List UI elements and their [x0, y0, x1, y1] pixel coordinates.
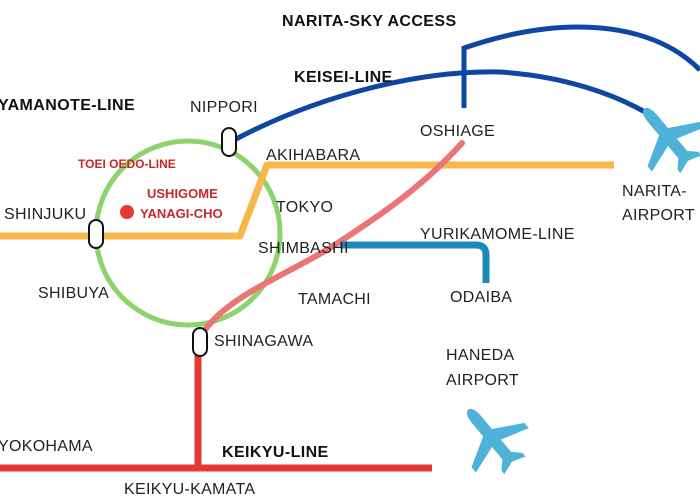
station-shinagawa: SHINAGAWA	[214, 333, 313, 350]
nippori-station-marker	[221, 127, 237, 157]
station-tokyo: TOKYO	[276, 199, 333, 216]
highlight-label-line2: YANAGI-CHO	[140, 206, 223, 221]
narita-airport-label-line2: AIRPORT	[622, 207, 695, 224]
station-tamachi: TAMACHI	[298, 291, 371, 308]
keisei-line-label: KEISEI-LINE	[294, 69, 393, 86]
highlight-label-line1: USHIGOME	[147, 186, 218, 201]
haneda-airport-label-line1: HANEDA	[446, 347, 515, 364]
shinjuku-station-marker	[88, 219, 104, 249]
yurikamome-line-label: YURIKAMOME-LINE	[420, 226, 575, 243]
station-akihabara: AKIHABARA	[266, 147, 360, 164]
station-yokohama: YOKOHAMA	[0, 438, 93, 455]
yamanote-line-label: YAMANOTE-LINE	[0, 97, 135, 114]
station-shinjuku: SHINJUKU	[4, 206, 86, 223]
station-nippori: NIPPORI	[190, 99, 258, 116]
narita-sky-access-label: NARITA-SKY ACCESS	[282, 13, 457, 30]
narita-airport-label-line1: NARITA-	[622, 183, 687, 200]
shinagawa-station-marker	[192, 327, 208, 357]
toei-oedo-line-label: TOEI OEDO-LINE	[78, 157, 176, 171]
station-odaiba: ODAIBA	[450, 289, 512, 306]
station-oshiage: OSHIAGE	[420, 123, 495, 140]
airplane-icon	[466, 408, 529, 475]
station-keikyu-kamata: KEIKYU-KAMATA	[124, 481, 255, 498]
location-dot-icon	[120, 205, 134, 219]
oedo-line	[197, 140, 465, 341]
station-shimbashi: SHIMBASHI	[258, 240, 349, 257]
keisei-line	[233, 69, 648, 142]
sky-access-line	[463, 24, 700, 72]
keikyu-line-label: KEIKYU-LINE	[222, 444, 329, 461]
station-shibuya: SHIBUYA	[38, 285, 109, 302]
airplane-icon	[642, 107, 700, 174]
yurikamome-line	[340, 241, 490, 283]
haneda-airport-label-line2: AIRPORT	[446, 372, 519, 389]
